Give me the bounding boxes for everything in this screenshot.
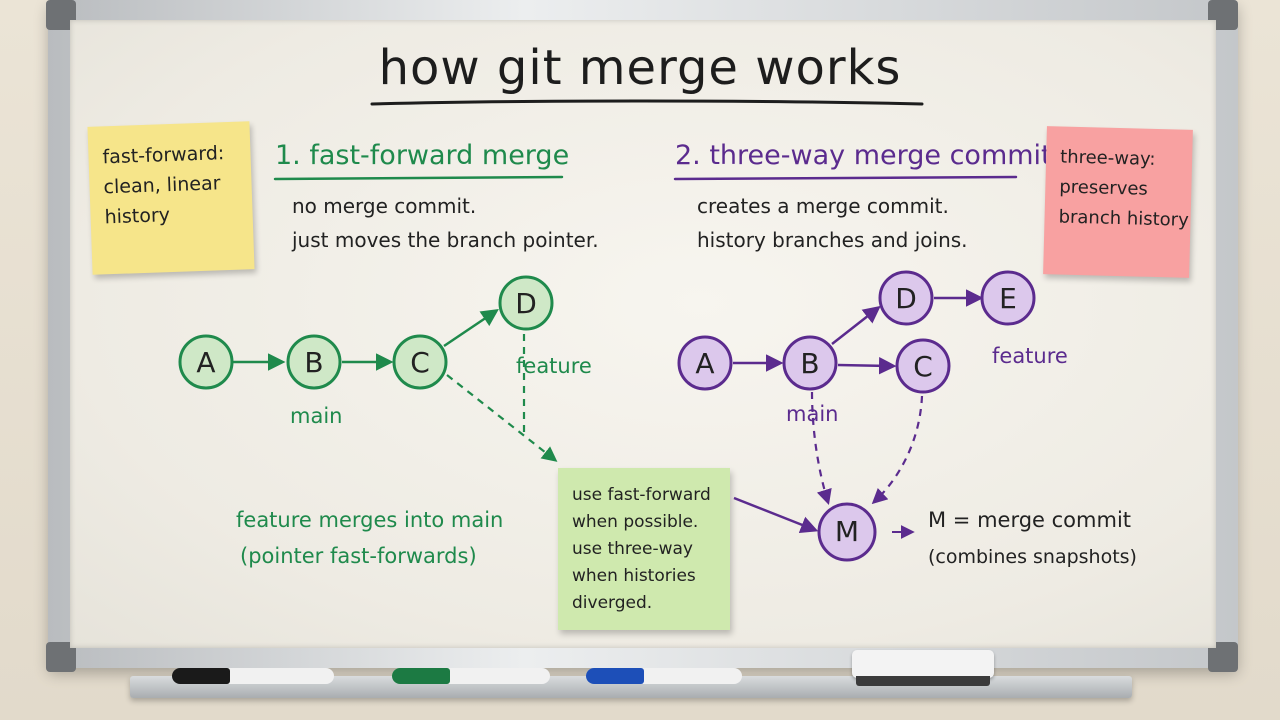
tw-main-label: main [786, 402, 839, 426]
blue-marker[interactable] [586, 668, 742, 684]
fast-forward-heading-underline [273, 175, 564, 181]
tw-edge-b-c [837, 356, 897, 375]
tw-commit-a-label: A [695, 347, 715, 380]
tw-commit-b-label: B [800, 347, 820, 380]
ff-commit-b-label: B [304, 346, 324, 379]
tw-commit-m [817, 502, 877, 562]
ff-commit-a [178, 334, 234, 390]
three-way-desc-line-1: creates a merge commit. [697, 194, 949, 218]
tw-commit-e [980, 270, 1036, 326]
three-way-heading-underline [673, 175, 1018, 181]
ff-dashed-c-to-note [446, 374, 558, 462]
tw-commit-c-label: C [913, 350, 933, 383]
tw-edge-b-d [831, 305, 881, 345]
tw-dashed-b-m [810, 391, 832, 505]
sticky-line: when histories [572, 566, 696, 586]
tw-commit-m-label: M [834, 515, 860, 548]
tw-note-arrow-to-m [733, 496, 819, 533]
fast-forward-desc-line-1: no merge commit. [292, 194, 477, 218]
ff-commit-a-label: A [196, 346, 216, 379]
tw-dashed-c-m [871, 395, 924, 505]
tw-commit-c [895, 338, 951, 394]
ff-feature-label: feature [516, 354, 592, 378]
title-underline [370, 99, 924, 106]
tw-commit-d-label: D [895, 282, 917, 315]
three-way-heading: 2. three-way merge commit [675, 140, 1052, 171]
sticky-line: use fast-forward [572, 485, 711, 505]
tw-commit-b [782, 335, 838, 391]
ff-commit-d-label: D [515, 287, 537, 320]
whiteboard-eraser[interactable] [852, 650, 994, 688]
sticky-line: use three-way [572, 539, 693, 559]
tw-commit-d [878, 270, 934, 326]
tw-legend-line-1: M = merge commit [928, 508, 1132, 532]
tw-legend-line-2: (combines snapshots) [928, 546, 1137, 568]
sticky-line: diverged. [572, 593, 653, 613]
ff-main-label: main [290, 404, 343, 428]
ff-commit-c-label: C [410, 346, 430, 379]
three-way-desc-line-2: history branches and joins. [697, 228, 968, 252]
ff-caption-line-1: feature merges into main [236, 508, 504, 532]
page-title: how git merge works [378, 40, 902, 96]
tw-commit-e-label: E [999, 282, 1017, 315]
green-marker[interactable] [392, 668, 550, 684]
sticky-line: when possible. [572, 512, 699, 532]
tw-commit-a [677, 335, 733, 391]
ff-commit-b [286, 334, 342, 390]
ff-caption-line-2: (pointer fast-forwards) [240, 544, 477, 568]
ff-edge-c-d [443, 309, 499, 348]
ff-commit-d [498, 275, 554, 331]
fast-forward-heading: 1. fast-forward merge [275, 140, 570, 171]
sticky-note-advice: use fast-forward when possible. use thre… [558, 468, 730, 630]
tw-feature-label: feature [992, 344, 1068, 368]
black-marker[interactable] [172, 668, 334, 684]
ff-commit-c [392, 334, 448, 390]
fast-forward-desc-line-2: just moves the branch pointer. [292, 228, 599, 252]
